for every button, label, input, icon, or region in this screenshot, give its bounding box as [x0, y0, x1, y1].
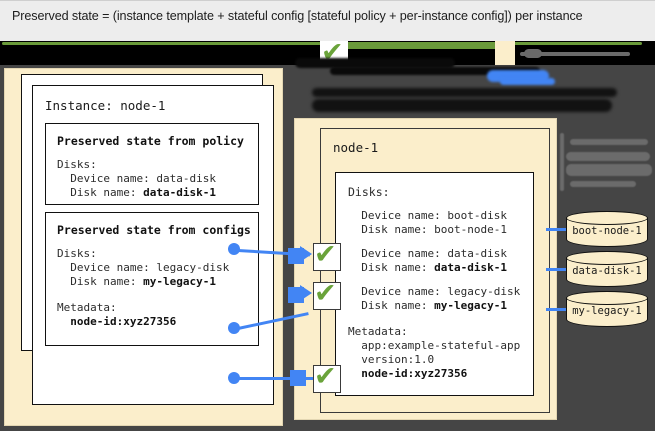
configs-metadata-heading: Metadata:: [57, 301, 117, 314]
preserved-state-configs-card: Preserved state from configs Disks: Devi…: [45, 212, 259, 346]
connector-dot-3: [228, 372, 240, 384]
caption-banner: Preserved state = (instance template + s…: [0, 0, 655, 41]
configs-disks-heading: Disks:: [57, 247, 97, 260]
connector-dot-1: [228, 243, 240, 255]
boot-device-line: Device name: boot-disk: [348, 209, 507, 222]
redacted-list-item-2: [566, 152, 650, 161]
redacted-list-item-3: [566, 164, 652, 176]
node-metadata-node-id: node-id:xyz27356: [348, 367, 467, 381]
band-gray-dot: [524, 49, 542, 58]
configs-disk-name: my-legacy-1: [143, 275, 216, 288]
connector-dot-2: [228, 322, 240, 334]
configs-card-body: Disks:: [57, 247, 97, 261]
data-disk-name: data-disk-1: [434, 261, 507, 274]
instance-card-title: Instance: node-1: [45, 98, 166, 113]
configs-device-line: Device name: legacy-disk: [57, 261, 229, 275]
band-green-rule-secondary: [330, 44, 500, 49]
disk-cylinder-legacy: my-legacy-1: [565, 290, 648, 327]
disk-cylinder-boot: boot-node-1: [565, 210, 648, 247]
redacted-blue-blob-2: [500, 78, 555, 85]
boot-disk-line: Disk name: boot-node-1: [348, 223, 507, 237]
node-metadata-node-id-value: node-id:xyz27356: [348, 367, 468, 380]
node-1-disks-card: Disks: Device name: boot-disk Disk name:…: [335, 172, 534, 396]
band-cream-fragment: [495, 41, 515, 66]
disk-cylinder-data-label: data-disk-1: [572, 265, 642, 277]
disk-cylinder-boot-top: [565, 210, 648, 225]
configs-node-id: node-id:xyz27356: [57, 315, 177, 328]
check-box-legacy-disk: [313, 282, 341, 310]
configs-card-heading: Preserved state from configs: [57, 223, 251, 237]
disk-lead-legacy: [546, 308, 568, 311]
data-disk-prefix: Disk name:: [348, 261, 435, 274]
redacted-bar-2: [312, 88, 617, 97]
configs-device-name: Device name: legacy-disk: [57, 261, 230, 274]
node-metadata-heading: Metadata:: [348, 325, 408, 338]
disk-lead-data: [546, 268, 568, 271]
policy-card-heading: Preserved state from policy: [57, 134, 244, 148]
redacted-bar-4: [295, 58, 455, 68]
data-disk-line: Disk name: data-disk-1: [348, 261, 507, 275]
legacy-disk-prefix: Disk name:: [348, 299, 435, 312]
connector-square-3: [290, 370, 306, 386]
configs-disk-line: Disk name: my-legacy-1: [57, 275, 216, 289]
check-box-data-disk: [313, 243, 341, 271]
node-metadata-version: version:1.0: [348, 353, 435, 366]
data-device-line: Device name: data-disk: [348, 247, 507, 260]
caption-text: Preserved state = (instance template + s…: [12, 9, 583, 23]
configs-disk-prefix: Disk name:: [57, 275, 144, 288]
redacted-list-divider: [560, 133, 564, 191]
policy-card-body: Disks: Device name: data-disk Disk name:…: [57, 158, 216, 200]
redacted-bar-3: [312, 99, 612, 112]
boot-disk-name: boot-node-1: [434, 223, 507, 236]
configs-metadata-line: node-id:xyz27356: [57, 315, 176, 329]
boot-disk-prefix: Disk name:: [348, 223, 435, 236]
connector-square-2: [288, 287, 304, 303]
policy-card-body-text: Disks: Device name: data-disk Disk name:: [57, 158, 216, 199]
disk-cylinder-data-top: [565, 250, 648, 265]
disk-cylinder-legacy-label: my-legacy-1: [572, 305, 642, 317]
connector-square-1: [288, 248, 304, 264]
redacted-bar-1: [330, 67, 540, 75]
node-disks-heading: Disks:: [348, 185, 390, 199]
redacted-list-item-1: [570, 139, 648, 145]
legacy-device-line: Device name: legacy-disk: [348, 285, 521, 298]
redacted-list-item-4: [570, 181, 636, 187]
check-box-node-id: [313, 365, 341, 393]
legacy-disk-name: my-legacy-1: [434, 299, 507, 312]
node-metadata-app: app:example-stateful-app: [348, 339, 521, 352]
disk-cylinder-legacy-top: [565, 290, 648, 305]
disk-lead-boot: [546, 228, 568, 231]
legacy-disk-line: Disk name: my-legacy-1: [348, 299, 507, 313]
preserved-state-policy-card: Preserved state from policy Disks: Devic…: [45, 123, 259, 205]
policy-card-disk-name: data-disk-1: [143, 186, 216, 199]
disk-cylinder-boot-label: boot-node-1: [572, 225, 642, 237]
disk-cylinder-data: data-disk-1: [565, 250, 648, 287]
connector-line-3: [238, 377, 314, 380]
band-gray-bar: [520, 52, 630, 56]
node-1-title: node-1: [333, 140, 379, 155]
